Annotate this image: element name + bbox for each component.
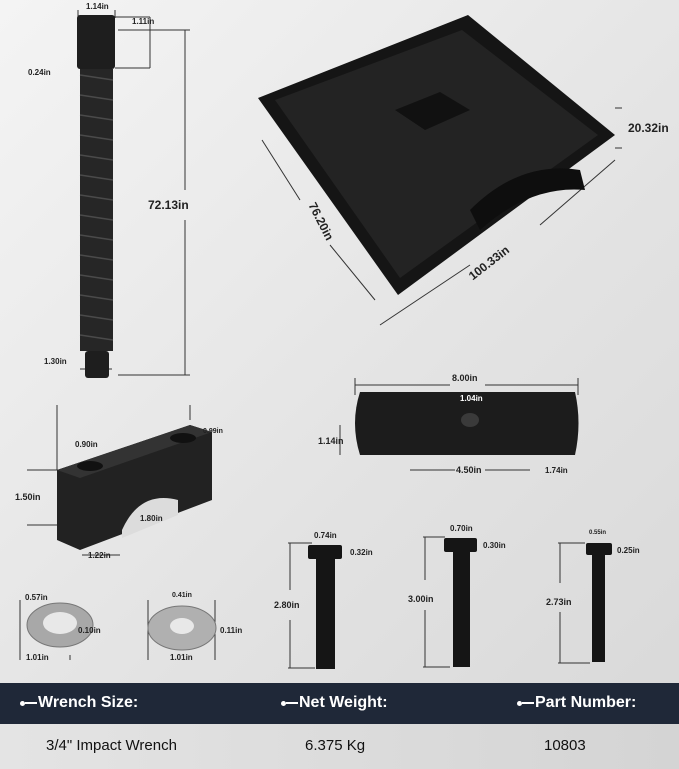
bolt1-head: 0.74in — [314, 531, 337, 540]
bullet-icon — [281, 700, 286, 706]
screw-head-height: 1.11in — [132, 17, 155, 26]
spec-header-part: Part Number: — [517, 694, 636, 712]
bar-center: 4.50in — [456, 465, 482, 475]
spec-header-wrench: Wrench Size: — [20, 694, 138, 712]
screw-tip: 1.30in — [44, 357, 67, 366]
bolt3-head-height: 0.25in — [617, 546, 640, 555]
washers — [26, 602, 217, 651]
bar-height: 1.14in — [318, 436, 344, 446]
bolt2-head: 0.70in — [450, 524, 473, 533]
spec-part-number: 10803 — [544, 737, 586, 754]
spec-header-weight: Net Weight: — [281, 694, 388, 712]
block-hole-spacing: 0.90in — [75, 440, 98, 449]
screw-collar: 0.24in — [28, 68, 51, 77]
bullet-icon — [517, 700, 522, 706]
washer2-thickness: 0.11in — [220, 626, 243, 635]
washer1-inner: 0.57in — [25, 593, 48, 602]
spec-wrench-size: 3/4" Impact Wrench — [46, 737, 177, 754]
bolt2-head-height: 0.30in — [483, 541, 506, 550]
screw-length: 72.13in — [148, 198, 189, 212]
bullet-icon — [20, 700, 25, 706]
bolts — [308, 538, 612, 669]
screw-head-width: 1.14in — [86, 2, 109, 11]
product-illustrations — [19, 10, 622, 669]
forcing-screw — [77, 15, 115, 378]
specs-values-bar: 3/4" Impact Wrench 6.375 Kg 10803 — [0, 724, 679, 769]
bolt1-head-height: 0.32in — [350, 548, 373, 557]
specs-header-bar: Wrench Size: Net Weight: Part Number: — [0, 683, 679, 724]
bolt3-length: 2.73in — [546, 597, 572, 607]
washer2-inner: 0.41in — [172, 592, 192, 599]
block-depth: 0.99in — [203, 428, 223, 435]
washer1-thickness: 0.10in — [78, 626, 101, 635]
bar-hole: 1.04in — [460, 394, 483, 403]
bolt3-head: 0.55in — [589, 530, 607, 536]
support-block — [57, 425, 212, 550]
bolt1-length: 2.80in — [274, 600, 300, 610]
spec-net-weight: 6.375 Kg — [305, 737, 366, 754]
carry-case — [258, 15, 615, 295]
bar-length: 8.00in — [452, 373, 478, 383]
block-arch: 1.80in — [140, 514, 163, 523]
washer2-outer: 1.01in — [170, 653, 193, 662]
bar-end: 1.74in — [545, 466, 568, 475]
cross-bar — [355, 392, 579, 455]
block-height: 1.50in — [15, 492, 41, 502]
block-foot: 1.22in — [88, 551, 111, 560]
bolt2-length: 3.00in — [408, 594, 434, 604]
washer1-outer: 1.01in — [26, 653, 49, 662]
case-height: 20.32in — [628, 121, 669, 135]
